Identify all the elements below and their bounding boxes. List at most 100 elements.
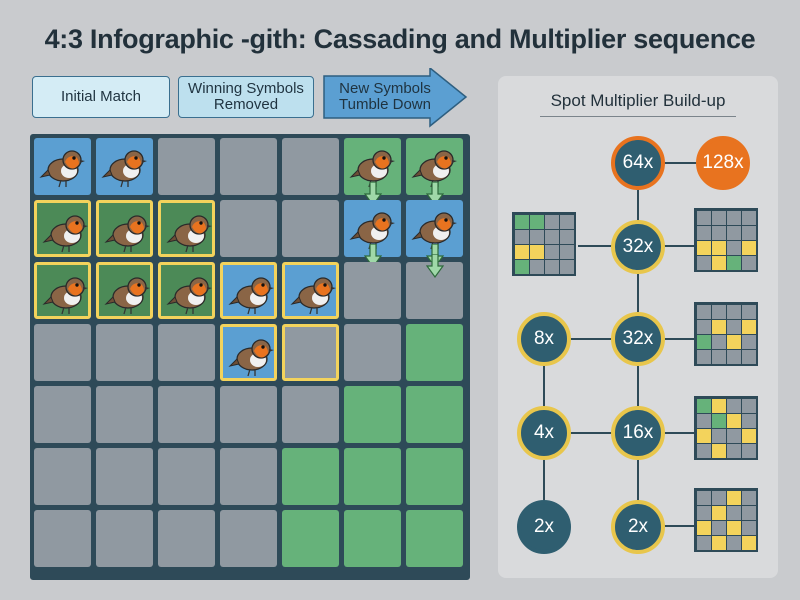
- mini-cell: [727, 335, 741, 349]
- multiplier-node-128x: 128x: [696, 136, 750, 190]
- mini-cell: [515, 245, 529, 259]
- mini-cell: [742, 536, 756, 550]
- reel-cell: [34, 262, 91, 319]
- step-initial-match: Initial Match: [32, 76, 170, 118]
- reel-cell: [282, 324, 339, 381]
- reel-cell: [158, 386, 215, 443]
- step-label: New Symbols Tumble Down: [339, 80, 431, 113]
- mini-cell: [712, 335, 726, 349]
- mini-cell: [727, 256, 741, 270]
- reel-cell: [344, 386, 401, 443]
- reel-cell: [220, 262, 277, 319]
- mini-cell: [530, 230, 544, 244]
- mini-cell: [712, 521, 726, 535]
- reel-cell: [344, 448, 401, 505]
- mini-cell: [727, 491, 741, 505]
- reel-cell: [344, 138, 401, 195]
- reel-cell: [406, 448, 463, 505]
- reel-cell: [220, 510, 277, 567]
- step-label: Winning Symbols Removed: [188, 80, 304, 113]
- mini-cell: [742, 399, 756, 413]
- reel-cell: [34, 324, 91, 381]
- reel-cell: [282, 510, 339, 567]
- panel-title: Spot Multiplier Build-up: [550, 91, 726, 110]
- down-arrow-icon: [363, 243, 383, 269]
- mini-cell: [727, 211, 741, 225]
- mini-cell: [560, 215, 574, 229]
- mini-cell: [727, 521, 741, 535]
- mini-grid-1: [512, 212, 576, 276]
- mini-cell: [712, 536, 726, 550]
- mini-cell: [530, 260, 544, 274]
- down-arrow-icon: [363, 181, 383, 207]
- mini-cell: [712, 414, 726, 428]
- mini-cell: [697, 256, 711, 270]
- mini-cell: [742, 491, 756, 505]
- step-symbols-removed: Winning Symbols Removed: [178, 76, 314, 118]
- mini-cell: [712, 399, 726, 413]
- mini-cell: [727, 305, 741, 319]
- robin-bird-icon: [166, 215, 212, 253]
- mini-cell: [742, 521, 756, 535]
- reel-cell: [34, 138, 91, 195]
- mini-grid-4: [694, 396, 758, 460]
- robin-bird-icon: [166, 277, 212, 315]
- mini-cell: [712, 506, 726, 520]
- multiplier-node-32x: 32x: [611, 312, 665, 366]
- robin-bird-icon: [290, 277, 336, 315]
- mini-cell: [697, 491, 711, 505]
- mini-cell: [727, 241, 741, 255]
- mini-cell: [697, 429, 711, 443]
- infographic-title: 4:3 Infographic -gith: Cassading and Mul…: [44, 24, 756, 54]
- reel-cell: [96, 138, 153, 195]
- reel-cell: [344, 262, 401, 319]
- robin-bird-icon: [349, 212, 395, 250]
- mini-cell: [727, 429, 741, 443]
- mini-cell: [515, 260, 529, 274]
- reel-cell: [96, 386, 153, 443]
- robin-bird-icon: [228, 339, 274, 377]
- mini-cell: [712, 305, 726, 319]
- mini-cell: [727, 399, 741, 413]
- reel-cell: [220, 138, 277, 195]
- mini-cell: [742, 226, 756, 240]
- reel-cell: [282, 262, 339, 319]
- mini-cell: [712, 491, 726, 505]
- reel-grid: [30, 134, 470, 580]
- reel-cell: [158, 324, 215, 381]
- step-arrow-shape: [323, 68, 468, 128]
- mini-cell: [697, 335, 711, 349]
- multiplier-node-4x: 4x: [517, 406, 571, 460]
- reel-cell: [344, 510, 401, 567]
- mini-cell: [697, 211, 711, 225]
- robin-bird-icon: [349, 150, 395, 188]
- mini-cell: [530, 245, 544, 259]
- mini-cell: [515, 230, 529, 244]
- mini-cell: [545, 215, 559, 229]
- reel-cell: [220, 324, 277, 381]
- reel-cell: [282, 448, 339, 505]
- mini-cell: [530, 215, 544, 229]
- reel-cell: [220, 200, 277, 257]
- mini-cell: [545, 260, 559, 274]
- multiplier-node-64x: 64x: [611, 136, 665, 190]
- mini-cell: [712, 350, 726, 364]
- mini-cell: [697, 506, 711, 520]
- mini-cell: [712, 429, 726, 443]
- mini-cell: [742, 241, 756, 255]
- mini-cell: [727, 414, 741, 428]
- multiplier-node-8x: 8x: [517, 312, 571, 366]
- multiplier-node-2x-left: 2x: [517, 500, 571, 554]
- mini-cell: [727, 226, 741, 240]
- reel-cell: [220, 386, 277, 443]
- mini-cell: [742, 444, 756, 458]
- reel-cell: [34, 510, 91, 567]
- tumble-arrow: [363, 243, 383, 273]
- mini-cell: [712, 211, 726, 225]
- reel-cell: [158, 200, 215, 257]
- mini-cell: [515, 215, 529, 229]
- mini-cell: [742, 320, 756, 334]
- mini-cell: [742, 350, 756, 364]
- mini-cell: [697, 241, 711, 255]
- reel-cell: [158, 138, 215, 195]
